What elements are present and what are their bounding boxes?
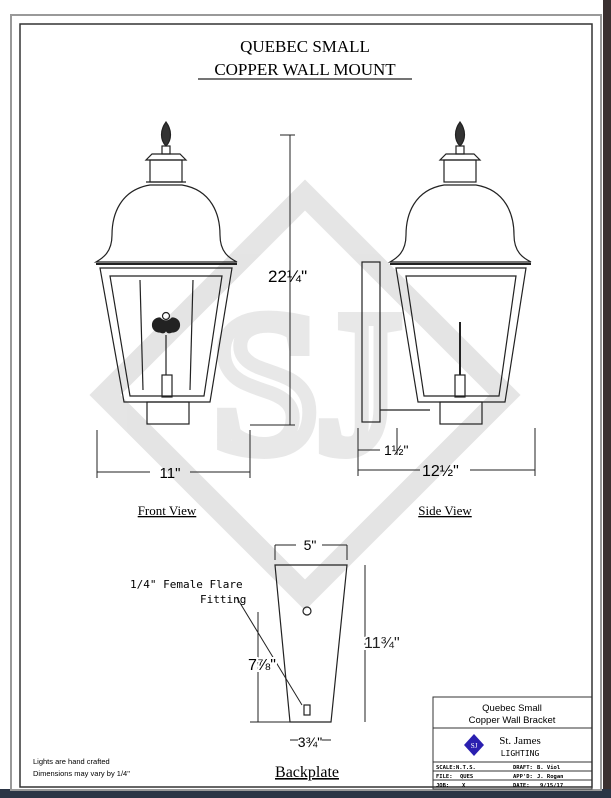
draft-label: DRAFT: <box>513 765 533 771</box>
front-view-label: Front View <box>138 503 197 518</box>
viewer-right-edge <box>603 0 611 789</box>
backplate-bottom-width-dimension: 3¾" <box>298 734 322 750</box>
date-value: 9/15/17 <box>540 783 563 789</box>
scale-label: SCALE: <box>436 765 456 771</box>
side-depth-dimension: 12½" <box>422 463 459 480</box>
backplate-height-dimension: 11¾" <box>364 635 400 652</box>
file-label: FILE: <box>436 774 453 780</box>
st-james-logo: SJ <box>464 734 484 756</box>
fitting-note-line2: Fitting <box>200 593 246 606</box>
side-view-lantern <box>361 120 532 425</box>
sj-watermark: SJ <box>89 179 521 611</box>
front-width-dimension: 11" <box>160 465 181 482</box>
drawing-title-line1: QUEBEC SMALL <box>240 37 370 56</box>
file-value: QUES <box>460 774 473 780</box>
title-block <box>432 696 593 790</box>
date-label: DATE: <box>513 783 530 789</box>
appd-label: APP'D: <box>513 774 533 780</box>
watermark-text: SJ <box>210 273 399 494</box>
note-hand-crafted: Lights are hand crafted <box>33 757 110 766</box>
title-block-name-line2: Copper Wall Bracket <box>469 715 556 726</box>
backplate-top-width-dimension: 5" <box>304 537 317 553</box>
backplate-fitting-height-dimension: 7⅞" <box>248 657 276 674</box>
page-inner-border <box>19 23 593 788</box>
backplate-label: Backplate <box>275 764 339 781</box>
front-height-dimension: 22¼" <box>268 267 307 286</box>
company-subtitle: LIGHTING <box>501 749 540 758</box>
draft-value: B. Viol <box>537 765 560 771</box>
note-dimensions-vary: Dimensions may vary by 1/4" <box>33 769 130 778</box>
backplate-drawing <box>236 544 366 741</box>
appd-value: J. Rogan <box>537 774 564 780</box>
scale-value: N.T.S. <box>456 765 476 771</box>
side-dimensions <box>357 428 536 476</box>
front-dimensions <box>96 134 295 478</box>
side-projection-dimension: 1½" <box>384 442 408 458</box>
title-block-name-line1: Quebec Small <box>482 703 542 714</box>
job-value: X <box>462 783 466 789</box>
front-view-lantern <box>93 120 238 425</box>
job-label: JOB: <box>436 783 449 789</box>
viewer-bottom-bar <box>0 789 611 798</box>
page-outer-border <box>10 14 602 791</box>
drawing-title-line2: COPPER WALL MOUNT <box>214 60 396 79</box>
company-name: St. James <box>499 735 541 747</box>
side-view-label: Side View <box>418 503 472 518</box>
fitting-note-line1: 1/4" Female Flare <box>130 578 243 591</box>
logo-text: SJ <box>471 742 478 750</box>
